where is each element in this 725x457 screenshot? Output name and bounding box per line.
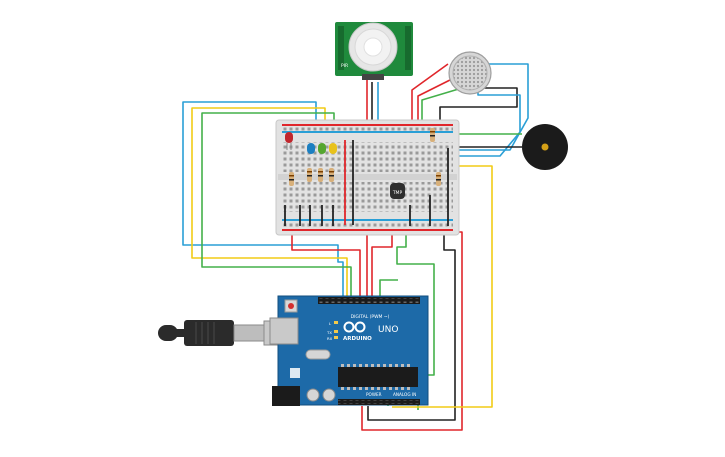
led-yellow[interactable]	[329, 143, 337, 154]
resistor-1[interactable]	[289, 172, 294, 186]
uno-power-label: POWER	[366, 392, 382, 397]
arduino-logo	[343, 321, 366, 333]
gas-sensor[interactable]	[448, 51, 492, 95]
pir-label: PIR	[341, 63, 348, 69]
resistor-6[interactable]	[436, 172, 441, 186]
uno-tx: TX	[326, 330, 332, 335]
leds	[285, 132, 337, 154]
uno-model: UNO	[378, 325, 398, 335]
resistor-2[interactable]	[307, 168, 312, 182]
arduino-uno[interactable]: DIGITAL (PWM ~) ARDUINO UNO L TX RX	[269, 295, 429, 406]
wire-yellow-left[interactable]	[191, 107, 348, 300]
wire-gas-red[interactable]	[411, 63, 449, 128]
led-green[interactable]	[318, 143, 326, 154]
uno-digital-label: DIGITAL (PWM ~)	[351, 314, 390, 320]
wire-gas-blue-2[interactable]	[434, 85, 521, 157]
wire-green-uno-pin[interactable]	[379, 279, 398, 300]
breadboard-jumpers	[284, 140, 449, 226]
resistor-3[interactable]	[318, 168, 323, 182]
piezo-buzzer[interactable]	[522, 124, 568, 170]
wire-gas-red-2[interactable]	[417, 79, 451, 128]
wire-yellow-right[interactable]	[392, 165, 493, 408]
resistor-4[interactable]	[329, 168, 334, 182]
led-blue[interactable]	[307, 143, 315, 154]
wire-blue-left[interactable]	[182, 101, 344, 300]
wire-gas-blue[interactable]	[452, 63, 529, 151]
wires	[182, 63, 529, 431]
temperature-sensor[interactable]: TMP	[390, 183, 405, 199]
atmega-chip	[338, 367, 418, 387]
uno-analog-label: ANALOG IN	[393, 392, 416, 397]
temperature-sensor-label: TMP	[392, 190, 403, 196]
wire-black-gnd[interactable]	[367, 225, 456, 421]
uno-led-l: L	[329, 321, 332, 326]
wire-red-board-uno[interactable]	[291, 225, 361, 300]
led-red[interactable]	[285, 132, 293, 150]
power-jack[interactable]	[272, 386, 300, 406]
uno-brand: ARDUINO	[343, 336, 372, 342]
wire-gas-green[interactable]	[421, 87, 463, 128]
wire-green-left[interactable]	[201, 112, 352, 300]
wire-red-mid[interactable]	[371, 228, 393, 300]
resistor-5[interactable]	[430, 128, 435, 142]
uno-rx: RX	[327, 336, 333, 341]
resistors	[289, 128, 441, 186]
pir-sensor[interactable]: PIR	[335, 22, 413, 80]
